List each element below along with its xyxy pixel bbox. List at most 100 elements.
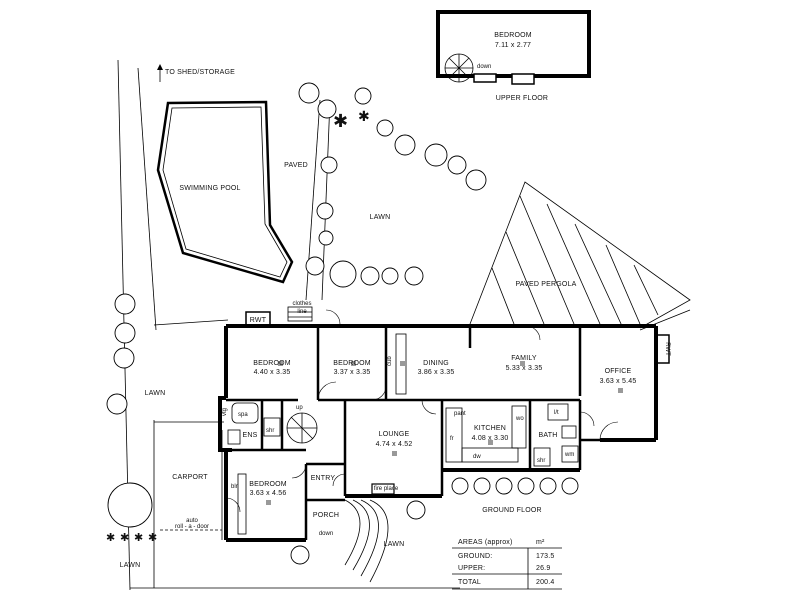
tree-icon bbox=[381, 267, 399, 285]
shrub-icon: ✱ bbox=[333, 111, 348, 131]
areas-row-value: 26.9 bbox=[536, 565, 550, 572]
ceiling-light bbox=[618, 388, 623, 393]
porch-label: PORCH bbox=[313, 512, 339, 519]
ceiling-light bbox=[488, 440, 493, 445]
tree-icon bbox=[290, 545, 310, 565]
paved-pergola: PAVED PERGOLA bbox=[469, 181, 691, 329]
areas-table: AREAS (approx) m² GROUND: 173.5 UPPER: 2… bbox=[452, 539, 562, 590]
kitchen-bench bbox=[445, 407, 463, 463]
bed3-size: 3.63 x 4.56 bbox=[250, 490, 287, 497]
tree-icon bbox=[404, 266, 424, 286]
upper-stair-note: down bbox=[477, 64, 491, 70]
lawn-center-label: LAWN bbox=[370, 214, 391, 221]
ground-spiral-stair bbox=[286, 412, 318, 444]
kitchen-size: 4.08 x 3.30 bbox=[472, 435, 509, 442]
areas-row-label: GROUND: bbox=[458, 553, 492, 560]
tree-icon bbox=[495, 477, 513, 495]
ceiling-light bbox=[278, 361, 283, 366]
porch-down-label: down bbox=[319, 531, 333, 537]
dining-name: DINING bbox=[423, 360, 449, 367]
tree-icon bbox=[329, 260, 357, 288]
shrub-icon: ✱ bbox=[134, 532, 143, 544]
tree-icon bbox=[318, 230, 334, 246]
lawn-bottom-left-label: LAWN bbox=[120, 562, 141, 569]
tree-icon bbox=[424, 143, 448, 167]
room-labels: BEDROOM 4.40 x 3.35 BEDROOM 3.37 x 3.35 … bbox=[222, 355, 636, 537]
tree-icon bbox=[561, 477, 579, 495]
upper-floor-caption: UPPER FLOOR bbox=[496, 95, 548, 102]
cub-label: cub bbox=[387, 356, 393, 366]
bed1-size: 4.40 x 3.35 bbox=[254, 369, 291, 376]
tree-icon bbox=[406, 500, 426, 520]
pergola-label: PAVED PERGOLA bbox=[515, 281, 576, 288]
door-swings bbox=[225, 309, 619, 513]
tree-icon bbox=[320, 156, 338, 174]
upper-bedroom-size: 7.11 x 2.77 bbox=[495, 42, 531, 49]
ground-floor-walls bbox=[218, 324, 658, 542]
dining-cupboard bbox=[395, 333, 407, 395]
shrub-icon: ✱ bbox=[120, 532, 129, 544]
washing-machine bbox=[561, 445, 579, 463]
fireplace-label: fire place bbox=[374, 486, 399, 492]
rwt-left-label: RWT bbox=[250, 317, 267, 324]
lawn-bottom-label: LAWN bbox=[384, 541, 405, 548]
shr-label-bath: shr bbox=[537, 458, 545, 464]
site-boundaries: TO SHED/STORAGE bbox=[117, 59, 691, 591]
fireplace bbox=[371, 483, 395, 495]
washing-machine-label: wm bbox=[564, 452, 574, 458]
tree-icon bbox=[517, 477, 535, 495]
toilet-ensuite bbox=[227, 429, 241, 445]
kitchen-name: KITCHEN bbox=[474, 425, 506, 432]
carport: CARPORT auto roll - a - door bbox=[160, 474, 222, 531]
clothes-line bbox=[287, 306, 313, 322]
bath-vanity bbox=[547, 403, 569, 421]
kitchen-side bbox=[511, 405, 527, 449]
tree-icon bbox=[107, 482, 153, 528]
bath-label: BATH bbox=[539, 432, 558, 439]
shower-ensuite bbox=[263, 417, 281, 437]
dishwasher-label: dw bbox=[473, 454, 481, 460]
spa-label: spa bbox=[238, 412, 248, 418]
entry-label: ENTRY bbox=[311, 475, 336, 482]
upper-floor-plan: BEDROOM 7.11 x 2.77 down UPPER FLOOR bbox=[436, 10, 591, 102]
auto-door-label-2: roll - a - door bbox=[175, 524, 209, 530]
ceiling-light bbox=[520, 361, 525, 366]
carport-label: CARPORT bbox=[172, 474, 208, 481]
laundry-tub-label: l/t bbox=[554, 410, 559, 416]
vtg-label: vtg bbox=[222, 408, 228, 416]
kitchen-counter bbox=[461, 447, 519, 463]
tree-icon bbox=[465, 169, 487, 191]
areas-title: AREAS (approx) bbox=[458, 539, 513, 546]
tree-icon bbox=[354, 87, 372, 105]
pantry-label: pant bbox=[454, 411, 466, 417]
ceiling-light bbox=[266, 500, 271, 505]
shed-storage-note: TO SHED/STORAGE bbox=[165, 69, 235, 76]
shrub-icon: ✱ bbox=[358, 108, 370, 124]
upper-bedroom-label: BEDROOM bbox=[494, 32, 532, 39]
tree-icon bbox=[447, 155, 467, 175]
areas-row-value: 173.5 bbox=[536, 553, 555, 560]
dining-size: 3.86 x 3.35 bbox=[418, 369, 455, 376]
shrub-icon: ✱ bbox=[148, 532, 157, 544]
porch-steps bbox=[344, 499, 389, 583]
office-name: OFFICE bbox=[605, 368, 632, 375]
tree-icon bbox=[114, 322, 136, 344]
pool-label: SWIMMING POOL bbox=[179, 185, 240, 192]
bed2-size: 3.37 x 3.35 bbox=[334, 369, 371, 376]
office-size: 3.63 x 5.45 bbox=[600, 378, 637, 385]
tree-icon bbox=[451, 477, 469, 495]
trees: ✱ ✱ ✱ ✱ ✱ ✱ bbox=[106, 82, 579, 565]
wall-oven-label: wo bbox=[515, 416, 524, 422]
spa-bath bbox=[231, 402, 259, 424]
tree-icon bbox=[317, 99, 337, 119]
ceiling-light bbox=[351, 361, 356, 366]
tree-icon bbox=[316, 202, 334, 220]
fridge-label: fr bbox=[450, 436, 454, 442]
clothes-line-label-2: line bbox=[297, 309, 307, 315]
ground-floor-caption: GROUND FLOOR bbox=[482, 507, 542, 514]
lounge-size: 4.74 x 4.52 bbox=[376, 441, 413, 448]
areas-row-label: TOTAL bbox=[458, 579, 481, 586]
bed3-robe bbox=[237, 473, 247, 535]
shrub-icon: ✱ bbox=[106, 532, 115, 544]
